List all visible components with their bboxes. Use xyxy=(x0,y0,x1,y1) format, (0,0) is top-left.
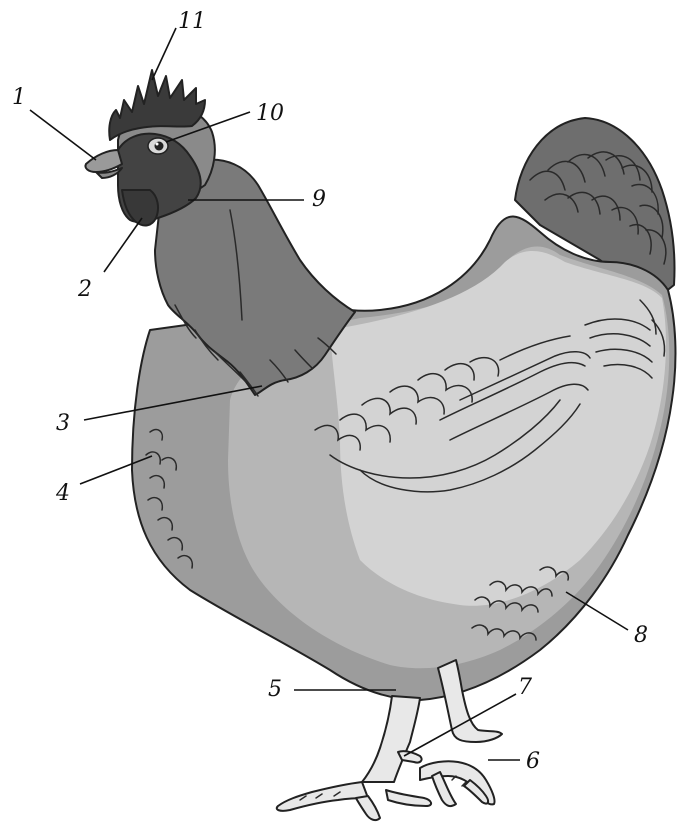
front-leg xyxy=(362,696,420,782)
label-7: 7 xyxy=(518,675,532,700)
label-6: 6 xyxy=(526,749,540,774)
label-3: 3 xyxy=(56,411,70,436)
beak xyxy=(85,150,122,172)
leader-1 xyxy=(30,110,96,160)
label-11: 11 xyxy=(178,9,206,34)
leader-11 xyxy=(152,28,176,80)
label-2: 2 xyxy=(77,277,92,302)
label-10: 10 xyxy=(256,101,284,126)
eye xyxy=(148,138,168,154)
label-8: 8 xyxy=(634,623,648,648)
label-1: 1 xyxy=(12,85,26,110)
label-9: 9 xyxy=(312,187,326,212)
leader-2 xyxy=(104,218,142,272)
front-foot xyxy=(277,782,368,811)
label-4: 4 xyxy=(55,481,70,506)
label-5: 5 xyxy=(268,677,282,702)
